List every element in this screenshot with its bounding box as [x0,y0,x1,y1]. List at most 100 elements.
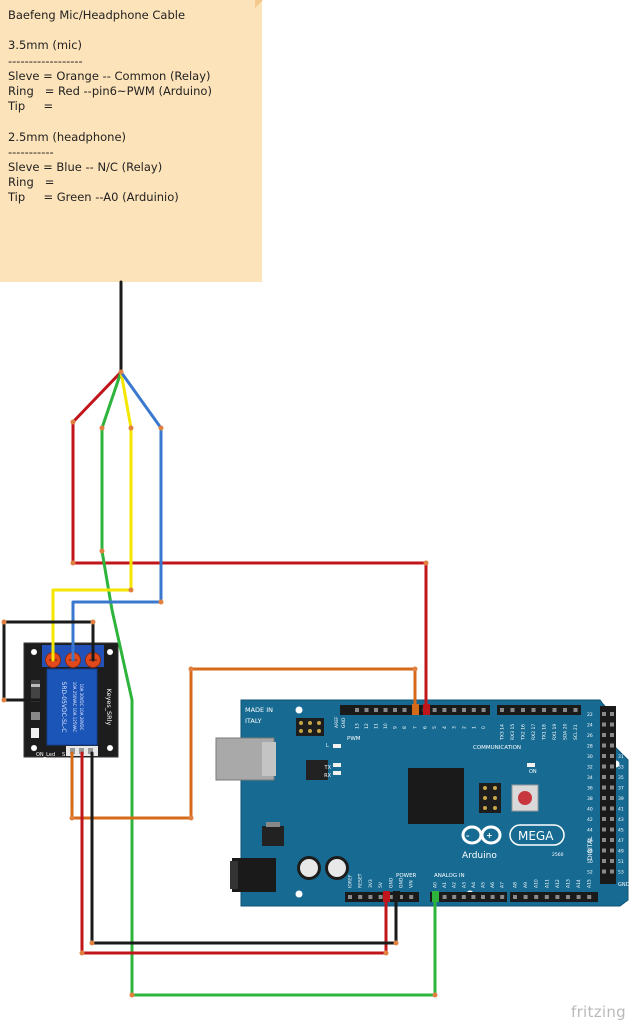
mega-label: MEGA [518,829,554,843]
pin-d8[interactable] [402,708,407,712]
pin-d27[interactable] [610,733,614,737]
pin-d36[interactable] [602,785,606,790]
pin-a8[interactable] [513,895,517,899]
pin-a7[interactable] [500,895,505,899]
atmega2560-chip [408,768,464,824]
pin-d40[interactable] [602,806,606,811]
pin-d11[interactable] [374,708,378,712]
pin-d52[interactable] [602,869,606,874]
pin-d33[interactable] [610,764,614,769]
reset-button-cap[interactable] [518,791,532,805]
annotation-note: Baefeng Mic/Headphone Cable 3.5mm (mic) … [0,0,263,282]
pin-label-d37: 37 [618,786,624,792]
pin-label-power-4: GND [388,877,394,888]
pin-comm-5[interactable] [552,708,557,712]
pin-label-a7: A7 [500,882,506,888]
pin-d47[interactable] [610,838,614,842]
pin-d34[interactable] [602,775,606,779]
pin-label-a13: A13 [566,879,572,888]
relay-pin-vcc[interactable] [79,748,84,754]
pin-power-5[interactable] [399,895,403,899]
pin-d32[interactable] [602,764,606,769]
pin-power-4[interactable] [388,895,393,899]
pin-d38[interactable] [602,796,606,800]
pin-d24[interactable] [602,722,606,727]
relay-diode [31,680,40,702]
pin-comm-1[interactable] [510,708,515,712]
arduino-mega-board[interactable]: MADE IN ITALY PWM COMMUNICATION POWER AN… [215,699,630,907]
pin-d50[interactable] [602,859,606,863]
pin-d42[interactable] [602,817,606,821]
pin-power-6[interactable] [409,895,414,899]
pin-d1[interactable] [471,708,476,712]
pin-d30[interactable] [602,754,606,758]
pin-d2[interactable] [462,708,466,712]
pin-a10[interactable] [534,895,539,899]
pin-label-d48: 48 [587,849,593,855]
pin-d43[interactable] [610,817,614,821]
pin-a13[interactable] [566,895,570,899]
pin-d23[interactable] [610,712,614,716]
pin-a11[interactable] [544,895,549,899]
pin-power-3[interactable] [378,895,383,899]
pin-d31[interactable] [610,754,614,758]
pin-d25[interactable] [610,722,614,727]
pin-label-d27: 27 [618,733,624,739]
pin-d53[interactable] [610,869,614,874]
pin-comm-3[interactable] [531,708,536,712]
pin-d9[interactable] [393,708,397,712]
pin-a5[interactable] [481,895,485,899]
analog-in-label: ANALOG IN [434,873,465,879]
pin-d41[interactable] [610,806,614,811]
pin-d45[interactable] [610,827,614,832]
pin-a1[interactable] [442,895,447,899]
pin-d48[interactable] [602,848,606,853]
relay-module[interactable]: SRD-05VDC-SL-C 10A 250VAC 10A 125VAC 10A… [23,642,119,758]
pin-comm-0[interactable] [500,708,504,712]
relay-pin-gnd[interactable] [88,748,93,754]
pin-d49[interactable] [610,848,614,853]
pin-a2[interactable] [452,895,457,899]
voltage-regulator [262,826,284,846]
relay-pin-signal[interactable] [70,748,75,754]
pin-a9[interactable] [523,895,528,899]
pin-d51[interactable] [610,859,614,863]
pin-d5[interactable] [432,708,437,712]
pin-power-1[interactable] [358,895,363,899]
pin-d29[interactable] [610,743,614,748]
pin-comm-4[interactable] [542,708,546,712]
pin-d35[interactable] [610,775,614,779]
pin-label-d40: 40 [587,807,593,813]
pin-d3[interactable] [452,708,457,712]
pin-d10[interactable] [383,708,388,712]
pin-label-d43: 43 [618,817,624,823]
pin-d46[interactable] [602,838,606,842]
pin-label-comm-3: RX2 17 [531,724,537,740]
pin-d26[interactable] [602,733,606,737]
pin-d28[interactable] [602,743,606,748]
pin-power-0[interactable] [348,895,352,899]
pin-d44[interactable] [602,827,606,832]
wire-end-gnd [393,891,400,902]
pin-a6[interactable] [490,895,495,899]
pin-d22[interactable] [602,712,606,716]
l-led [333,744,341,748]
pin-d37[interactable] [610,785,614,790]
pin-d13[interactable] [355,708,359,712]
pin-a14[interactable] [576,895,581,899]
pin-d39[interactable] [610,796,614,800]
pin-a15[interactable] [587,895,592,899]
communication-label: COMMUNICATION [473,745,521,751]
pin-comm-2[interactable] [521,708,525,712]
note-line-mic-sleeve: Sleve = Orange -- Common (Relay) [8,68,211,83]
pin-d12[interactable] [364,708,369,712]
pin-a12[interactable] [555,895,560,899]
pin-a4[interactable] [471,895,476,899]
pin-label-d41: 41 [618,807,624,813]
pin-a3[interactable] [461,895,466,899]
pin-comm-7[interactable] [573,708,578,712]
pin-power-2[interactable] [368,895,373,899]
pin-d4[interactable] [442,708,447,712]
pin-d0[interactable] [481,708,486,712]
pin-comm-6[interactable] [563,708,567,712]
